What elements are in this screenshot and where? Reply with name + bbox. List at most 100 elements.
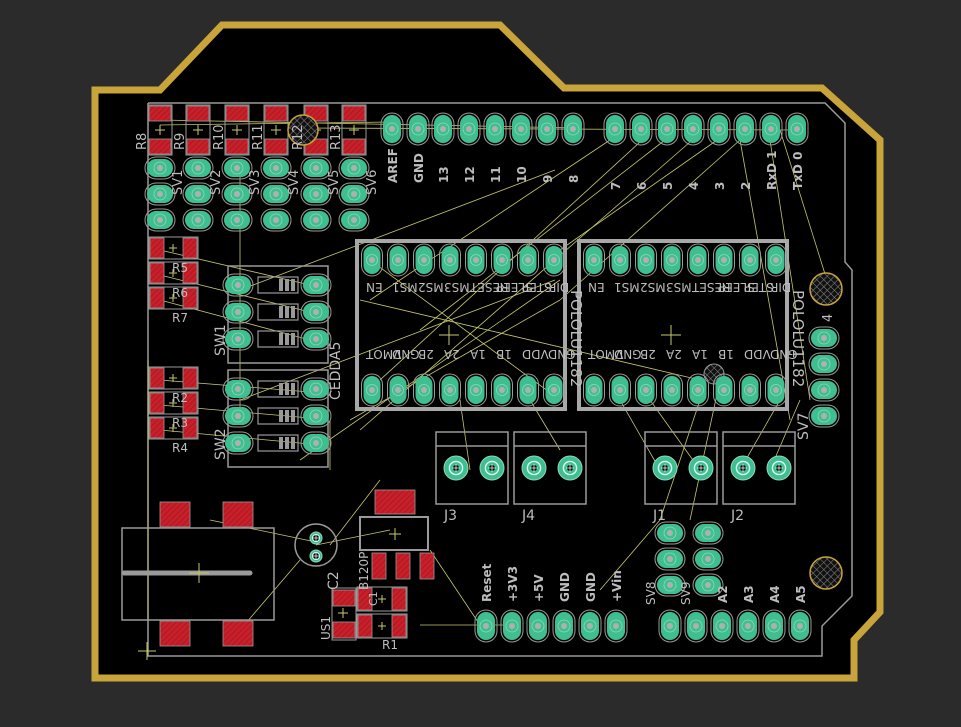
- us1-pad[interactable]: [332, 621, 356, 639]
- resistor-pad[interactable]: [182, 417, 198, 439]
- driver-pin[interactable]: [739, 243, 761, 277]
- r1-pad[interactable]: [357, 614, 373, 638]
- header-pin[interactable]: [483, 112, 507, 146]
- resistor-pad[interactable]: [149, 417, 165, 439]
- sv-header-pin[interactable]: [182, 182, 214, 206]
- switch-pin[interactable]: [300, 273, 332, 297]
- resistor-pad[interactable]: [182, 262, 198, 284]
- driver-pin[interactable]: [661, 243, 683, 277]
- driver-pin[interactable]: [491, 243, 513, 277]
- sv-header-pin[interactable]: [338, 156, 370, 180]
- header-pin[interactable]: [629, 112, 653, 146]
- sv-header-pin[interactable]: [300, 156, 332, 180]
- driver-pin[interactable]: [361, 373, 383, 407]
- terminal-pin[interactable]: [766, 455, 792, 481]
- resistor-pad[interactable]: [148, 138, 172, 155]
- switch-pin[interactable]: [222, 327, 254, 351]
- driver-pin[interactable]: [583, 243, 605, 277]
- header-pin[interactable]: [561, 112, 585, 146]
- sv-header-pin[interactable]: [182, 208, 214, 232]
- resistor-pad[interactable]: [186, 105, 210, 122]
- sv-header-pin[interactable]: [144, 208, 176, 232]
- driver-pin[interactable]: [543, 243, 565, 277]
- header-pin[interactable]: [406, 112, 430, 146]
- header-pin[interactable]: [681, 112, 705, 146]
- terminal-pin[interactable]: [479, 455, 505, 481]
- driver-pin[interactable]: [713, 373, 735, 407]
- sv8-sv9-pin[interactable]: [654, 521, 686, 545]
- resistor-pad[interactable]: [225, 105, 249, 122]
- jack-pad[interactable]: [159, 620, 191, 647]
- resistor-pad[interactable]: [225, 138, 249, 155]
- sv-header-pin[interactable]: [260, 208, 292, 232]
- power-pin[interactable]: [474, 609, 498, 643]
- header-pin[interactable]: [785, 112, 809, 146]
- switch-pin[interactable]: [300, 404, 332, 428]
- sv7-pin[interactable]: [808, 378, 840, 402]
- driver-pin[interactable]: [713, 243, 735, 277]
- driver-pin[interactable]: [583, 373, 605, 407]
- sv-header-pin[interactable]: [338, 208, 370, 232]
- resistor-pad[interactable]: [182, 367, 198, 389]
- switch-pin[interactable]: [300, 431, 332, 455]
- sv8-sv9-pin[interactable]: [692, 547, 724, 571]
- driver-pin[interactable]: [661, 373, 683, 407]
- switch-pin[interactable]: [222, 404, 254, 428]
- driver-pin[interactable]: [609, 243, 631, 277]
- resistor-pad[interactable]: [149, 392, 165, 414]
- driver-pin[interactable]: [439, 373, 461, 407]
- header-pin[interactable]: [535, 112, 559, 146]
- sv7-pin[interactable]: [808, 352, 840, 376]
- driver-pin[interactable]: [739, 373, 761, 407]
- driver-pin[interactable]: [543, 373, 565, 407]
- c1-pad[interactable]: [391, 587, 407, 611]
- resistor-pad[interactable]: [149, 237, 165, 259]
- switch-pin[interactable]: [222, 300, 254, 324]
- jack-pad[interactable]: [222, 501, 254, 528]
- driver-pin[interactable]: [465, 243, 487, 277]
- driver-pin[interactable]: [635, 243, 657, 277]
- sv-header-pin[interactable]: [182, 156, 214, 180]
- analog-pin[interactable]: [788, 609, 812, 643]
- terminal-pin[interactable]: [730, 455, 756, 481]
- switch-pin[interactable]: [222, 273, 254, 297]
- switch-pin[interactable]: [222, 431, 254, 455]
- driver-pin[interactable]: [439, 243, 461, 277]
- power-pin[interactable]: [526, 609, 550, 643]
- sv7-pin[interactable]: [808, 404, 840, 428]
- power-pin[interactable]: [604, 609, 628, 643]
- driver-pin[interactable]: [765, 373, 787, 407]
- driver-pin[interactable]: [765, 243, 787, 277]
- terminal-pin[interactable]: [688, 455, 714, 481]
- driver-pin[interactable]: [491, 373, 513, 407]
- switch-pin[interactable]: [300, 300, 332, 324]
- resistor-pad[interactable]: [149, 262, 165, 284]
- driver-pin[interactable]: [517, 373, 539, 407]
- header-pin[interactable]: [380, 112, 404, 146]
- power-pin[interactable]: [578, 609, 602, 643]
- driver-pin[interactable]: [517, 243, 539, 277]
- analog-pin[interactable]: [762, 609, 786, 643]
- sv-header-pin[interactable]: [221, 182, 253, 206]
- driver-pin[interactable]: [635, 373, 657, 407]
- resistor-pad[interactable]: [342, 105, 366, 122]
- sv7-pin[interactable]: [808, 326, 840, 350]
- driver-pin[interactable]: [413, 373, 435, 407]
- resistor-pad[interactable]: [264, 105, 288, 122]
- driver-pin[interactable]: [413, 243, 435, 277]
- regulator-pin-pad[interactable]: [395, 552, 411, 580]
- header-pin[interactable]: [707, 112, 731, 146]
- sv-header-pin[interactable]: [338, 182, 370, 206]
- r1-pad[interactable]: [391, 614, 407, 638]
- analog-pin[interactable]: [684, 609, 708, 643]
- power-pin[interactable]: [552, 609, 576, 643]
- switch-pin[interactable]: [300, 377, 332, 401]
- driver-pin[interactable]: [609, 373, 631, 407]
- header-pin[interactable]: [457, 112, 481, 146]
- jack-pad[interactable]: [222, 620, 254, 647]
- header-pin[interactable]: [733, 112, 757, 146]
- header-pin[interactable]: [431, 112, 455, 146]
- analog-pin[interactable]: [710, 609, 734, 643]
- c1-pad[interactable]: [357, 587, 373, 611]
- jack-pad[interactable]: [159, 501, 191, 528]
